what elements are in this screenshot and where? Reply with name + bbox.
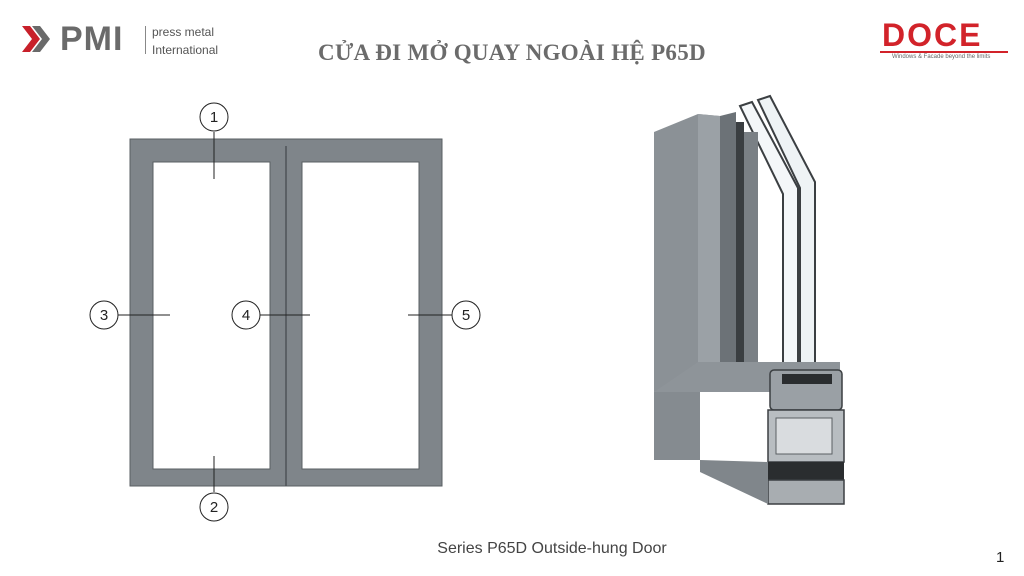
page-number: 1 [996,549,1005,566]
doce-logo: DOCE Windows & Facade beyond the limits [880,18,1010,68]
thermal-break [768,462,844,480]
sash-profile [744,132,758,364]
callout-2: 2 [199,492,229,522]
sill-gasket [782,374,832,384]
callout-1: 1 [199,102,229,132]
doce-underline [880,51,1008,53]
profile-section-image [654,94,845,505]
page-title: CỬA ĐI MỞ QUAY NGOÀI HỆ P65D [318,40,706,65]
callout-4-label: 4 [242,307,250,324]
pmi-wordmark: PMI [60,20,124,58]
figure-caption: Series P65D Outside-hung Door [437,540,667,557]
pmi-logo: PMI press metal International [20,20,220,60]
callout-5-label: 5 [462,307,470,324]
callout-5: 5 [451,300,481,330]
pmi-chevron-icon [22,26,50,52]
callout-4: 4 [231,300,261,330]
frame-vertical-side [698,114,720,382]
right-sash-glass [301,161,420,470]
sill-chamber-inner [775,417,833,455]
sash-gasket [736,122,744,362]
doce-tagline: Windows & Facade beyond the limits [892,54,991,60]
pmi-separator [145,26,146,54]
sill-bottom [767,479,845,505]
pmi-subtitle-1: press metal [152,25,215,39]
callout-3: 3 [89,300,119,330]
frame-bottom-depth [700,460,768,504]
pmi-subtitle-2: International [152,43,219,57]
frame-vertical-depth [720,112,736,362]
doce-wordmark: DOCE [882,17,983,53]
callout-3-label: 3 [100,307,108,324]
callout-1-label: 1 [210,109,218,126]
frame-corner [654,392,700,460]
door-elevation-diagram: 1 2 3 4 5 [89,102,481,522]
callout-2-label: 2 [210,499,218,516]
